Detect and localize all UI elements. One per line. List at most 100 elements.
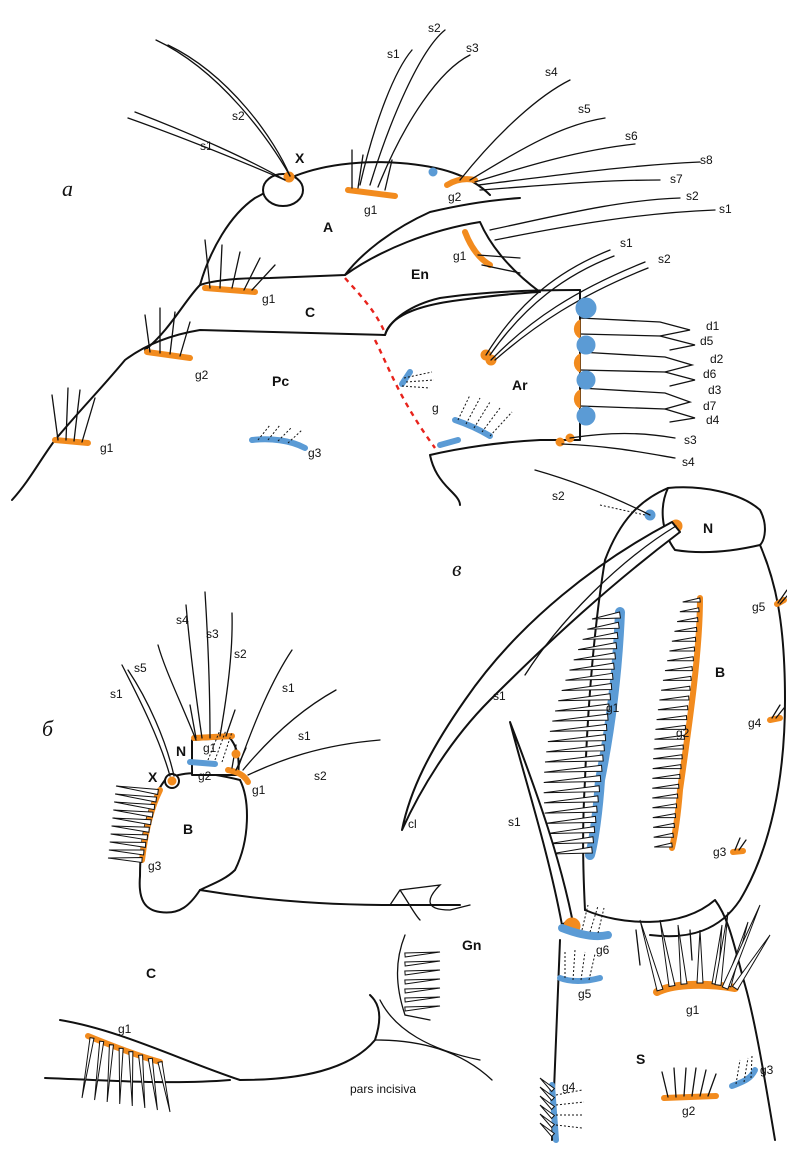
ar-socket: [556, 438, 564, 446]
v-claw: [402, 522, 680, 830]
label-c: C: [305, 304, 315, 320]
label-v-s-g5: g5: [578, 987, 592, 1001]
label-ar-d: d3: [708, 383, 722, 397]
label-a-g2: g2: [448, 190, 462, 204]
v-comb-spine: [674, 627, 696, 631]
v-seta-dotted: [556, 1090, 584, 1128]
label-ar-d: d7: [703, 399, 717, 413]
b-x-socket: [168, 777, 176, 785]
label-ar-d: d4: [706, 413, 720, 427]
v-s-g1-spine: [697, 930, 703, 983]
a-seta-s1: [360, 50, 412, 185]
v-comb-spine: [544, 765, 602, 772]
v-b-group-g6: [562, 928, 608, 936]
ar-d-blue: [576, 298, 596, 318]
v-comb-spine: [654, 843, 672, 847]
panel-label-b: б: [42, 716, 54, 741]
label-b-c-g1: g1: [118, 1022, 132, 1036]
pc-group-g2: [147, 352, 190, 358]
b-seta-short: [190, 705, 235, 738]
v-seta-dotted: [565, 950, 595, 980]
v-n-segment: [663, 487, 765, 552]
b-seta-s1: [122, 665, 170, 776]
label-a-s2: s2: [428, 21, 441, 35]
ar-digit: [665, 409, 695, 422]
b-c-spine: [107, 1045, 113, 1102]
label-b-right-s2: s2: [314, 769, 327, 783]
v-comb-spine: [654, 833, 674, 837]
pc-outline: [12, 290, 580, 500]
panel-label-a: a: [62, 176, 73, 201]
label-ar-d: d6: [703, 367, 717, 381]
label-v-b-g2: g2: [676, 726, 690, 740]
label-x-s2: s2: [232, 109, 245, 123]
b-g3-spine: [114, 802, 155, 810]
boundary-dashed-line: [375, 340, 435, 448]
b-g3-spine: [110, 842, 146, 847]
ar-digit: [580, 318, 690, 336]
b-seta-s3: [205, 592, 210, 738]
v-comb-spine: [661, 686, 690, 690]
b-g3-spine: [113, 810, 153, 817]
v-comb-spine: [665, 667, 692, 671]
a-seta-s8: [478, 162, 700, 185]
v-comb-spine: [652, 804, 676, 808]
b-g3-spine: [116, 786, 158, 794]
label-en: En: [411, 266, 429, 282]
label-ar-s4: s4: [682, 455, 695, 469]
label-pc-g3: g3: [308, 446, 322, 460]
label-en-s2: s2: [686, 189, 699, 203]
v-comb-spine: [680, 608, 699, 612]
label-x-s1: s1: [200, 139, 213, 153]
ar-digit: [665, 372, 695, 386]
v-comb-spine: [669, 647, 694, 651]
ar-d-orange: [574, 320, 580, 338]
v-comb-spine: [552, 714, 608, 721]
label-b-s3: s3: [206, 627, 219, 641]
label-b-gn: Gn: [462, 937, 481, 953]
b-socket: [232, 750, 240, 758]
label-v-s1-claw: s1: [493, 689, 506, 703]
label-ar-s2: s2: [658, 252, 671, 266]
v-comb-spine: [550, 724, 607, 731]
a-seta-s5: [470, 118, 605, 180]
v-comb-spine: [550, 847, 592, 854]
label-v-b-g1: g1: [606, 701, 620, 715]
b-spines-g3: [108, 786, 158, 862]
v-comb-spine: [652, 794, 677, 798]
label-b-x: X: [148, 769, 158, 785]
v-comb-spine: [562, 684, 612, 691]
b-right-seta-s1: [238, 650, 292, 768]
boundary-dashed-line: [345, 278, 385, 333]
b-c-spine: [148, 1058, 157, 1110]
v-comb-spine: [545, 806, 597, 813]
label-v-b-g3: g3: [713, 845, 727, 859]
ar-seta-s2: [491, 262, 645, 360]
label-ar-d: d1: [706, 319, 720, 333]
label-b-g1b: g1: [252, 783, 266, 797]
v-comb-spine: [548, 735, 606, 742]
en-seta-s1: [495, 210, 715, 240]
v-comb-spine: [653, 755, 682, 759]
v-comb-spine: [653, 814, 676, 818]
b-seta-s5: [158, 645, 196, 740]
ar-digit: [580, 352, 692, 372]
label-pc-g1: g1: [100, 441, 114, 455]
v-comb-spine: [546, 816, 596, 823]
label-v-b: B: [715, 664, 725, 680]
b-g3-spine: [109, 850, 144, 855]
label-ar: Ar: [512, 377, 528, 393]
ar-d-blue: [577, 336, 595, 354]
b-g3-spine: [108, 858, 142, 863]
x-seta-s2: [156, 40, 290, 176]
v-comb-spine: [677, 618, 698, 622]
b-g3-spine: [115, 794, 156, 802]
v-comb-spine: [555, 704, 609, 711]
b-c-spine: [82, 1038, 94, 1098]
label-ar-d: d2: [710, 352, 724, 366]
v-comb-spine: [549, 837, 594, 844]
label-v-s: S: [636, 1051, 645, 1067]
v-comb-spine: [663, 676, 691, 680]
label-b-g3: g3: [148, 859, 162, 873]
